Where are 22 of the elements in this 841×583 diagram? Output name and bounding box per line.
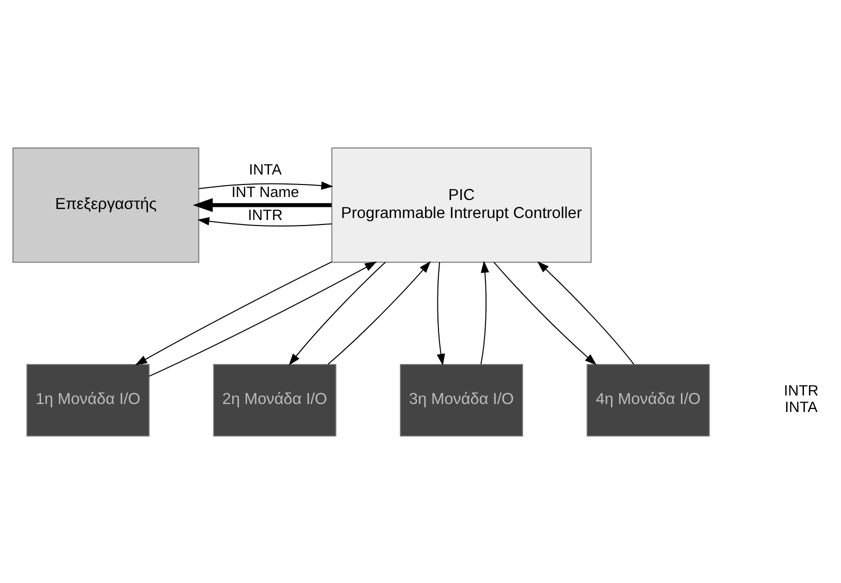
node-box: 1η Μονάδα I/O xyxy=(26,364,150,436)
arrow xyxy=(135,260,332,365)
node-box: PIC Programmable Intrerupt Controller xyxy=(331,146,592,262)
node-box: Επεξεργαστής xyxy=(12,146,200,262)
arrow xyxy=(480,260,490,364)
arrow xyxy=(197,216,332,226)
arrow xyxy=(328,260,431,364)
node-box: 3η Μονάδα I/O xyxy=(400,364,524,436)
node-box: 2η Μονάδα I/O xyxy=(213,364,336,436)
arrow xyxy=(537,260,634,364)
edge-label: INTA xyxy=(248,162,282,178)
edge-label: INT Name xyxy=(232,184,300,201)
arrow xyxy=(148,261,377,376)
arrow xyxy=(192,198,332,212)
arrow xyxy=(436,261,446,366)
label: INTR xyxy=(784,382,819,399)
arrow xyxy=(493,261,597,365)
edge-label: INTR xyxy=(248,207,283,224)
label: INTA xyxy=(784,400,818,416)
arrow xyxy=(198,180,334,190)
node-box: 4η Μονάδα I/O xyxy=(586,364,710,436)
arrow xyxy=(288,261,386,365)
